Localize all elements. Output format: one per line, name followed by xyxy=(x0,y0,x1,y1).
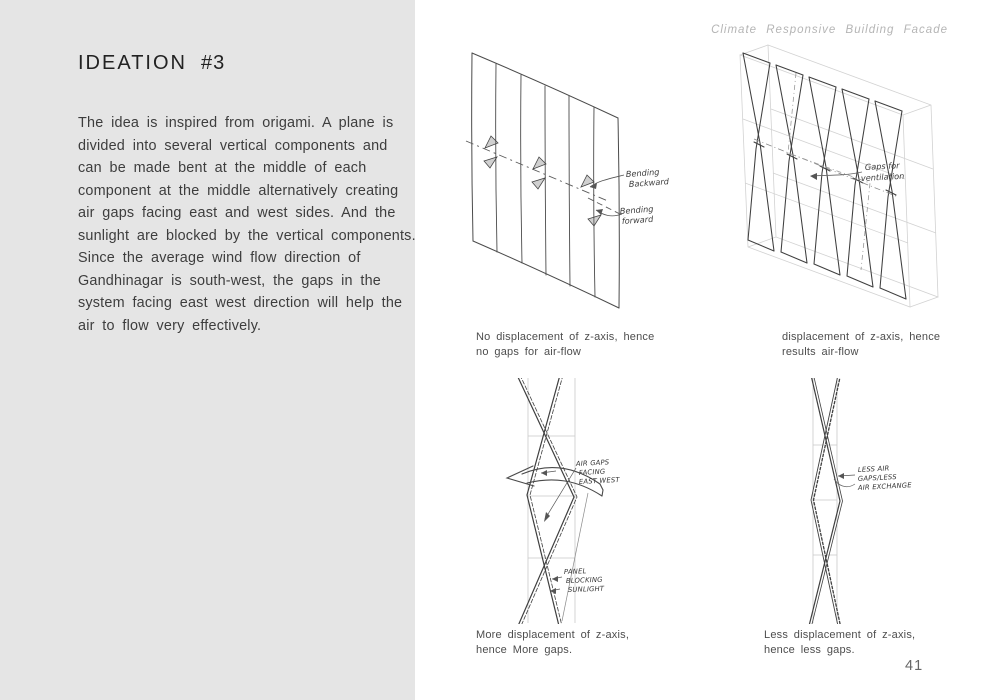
label-airgaps-3: EAST WEST xyxy=(579,476,621,486)
bend-direction-arrows xyxy=(483,135,602,227)
guide-grid xyxy=(812,378,838,623)
fold-plane-dashed xyxy=(753,72,899,271)
panel-2 xyxy=(775,64,808,264)
plane-outline xyxy=(471,52,620,309)
construction-box xyxy=(739,44,939,308)
label-less-1: LESS AIR xyxy=(858,464,890,474)
twisted-panels xyxy=(742,52,907,300)
label-bending-backward-1: Bending xyxy=(625,167,659,179)
caption-line: hence less gaps. xyxy=(764,644,855,656)
body-paragraph: The idea is inspired from origami. A pla… xyxy=(78,112,416,337)
caption-line: no gaps for air-flow xyxy=(476,346,582,358)
leader-airgaps-arrowhead xyxy=(544,512,550,522)
leader-airgaps xyxy=(544,467,577,520)
title-number: #3 xyxy=(200,52,226,74)
body-line: Gandhinagar is south-west, the gaps in t… xyxy=(78,272,381,289)
body-line: air gaps facing east and west sides. And… xyxy=(78,205,396,221)
caption-plan-more: More displacement of z-axis, hence More … xyxy=(476,628,629,658)
body-line: Since the average wind flow direction of xyxy=(78,250,361,266)
wind-flow-arrow xyxy=(505,465,604,497)
body-line: system facing east west direction will h… xyxy=(78,295,403,311)
label-panel-1: PANEL xyxy=(564,567,587,576)
label-gaps-2: ventilation xyxy=(861,171,905,183)
figure-folded-plane-sketch: Gaps for ventilation xyxy=(739,44,939,308)
caption-line: displacement of z-axis, hence xyxy=(782,331,941,343)
label-airgaps-2: FACING xyxy=(579,468,606,477)
label-airgaps-1: AIR GAPS xyxy=(575,458,610,468)
body-line: component at the middle alternatively cr… xyxy=(78,182,399,199)
caption-folded-plane: displacement of z-axis, hence results ai… xyxy=(782,330,940,360)
folded-panel-plan xyxy=(517,378,578,624)
label-bending-forward-2: forward xyxy=(621,214,654,226)
caption-line: hence More gaps. xyxy=(476,644,573,656)
label-panel-3: SUNLIGHT xyxy=(568,585,605,594)
label-gaps-1: Gaps for xyxy=(865,160,901,172)
figure-plan-less-gaps-sketch: LESS AIR GAPS/LESS AIR EXCHANGE xyxy=(808,378,913,624)
leader-forward-arrowhead xyxy=(596,209,603,215)
caption-line: results air-flow xyxy=(782,346,859,358)
label-panel-2: BLOCKING xyxy=(566,576,603,585)
figure-flat-plane-sketch: Bending Backward Bending forward xyxy=(465,52,670,309)
panel-arrowhead-2 xyxy=(550,588,556,594)
vertical-component-lines xyxy=(495,63,596,298)
leader-backward xyxy=(589,174,625,188)
leader-less-gaps-arrowhead xyxy=(838,473,844,479)
fold-centerline-dashed xyxy=(465,140,625,217)
panel-1 xyxy=(742,52,775,252)
folded-panel-plan xyxy=(808,378,843,624)
body-line: air to flow very effectively. xyxy=(78,317,262,334)
page-number: 41 xyxy=(905,658,924,674)
body-line: divided into several vertical components… xyxy=(78,137,388,154)
leader-gaps-arrowhead xyxy=(810,173,817,180)
panel-4 xyxy=(841,88,874,288)
title-word: IDEATION xyxy=(78,52,187,74)
label-less-2: GAPS/LESS xyxy=(858,473,898,483)
body-line: The idea is inspired from origami. A pla… xyxy=(78,115,394,131)
label-bending-backward-2: Backward xyxy=(628,176,670,189)
page-title: IDEATION #3 xyxy=(78,52,225,75)
caption-line: Less displacement of z-axis, xyxy=(764,629,916,641)
panel-arrowhead-1 xyxy=(552,576,558,582)
label-less-3: AIR EXCHANGE xyxy=(857,481,913,492)
panel-5 xyxy=(874,100,907,300)
small-gap-arrowhead xyxy=(541,470,547,476)
caption-plan-less: Less displacement of z-axis, hence less … xyxy=(764,628,915,658)
caption-line: More displacement of z-axis, xyxy=(476,629,630,641)
caption-flat-plane: No displacement of z-axis, hence no gaps… xyxy=(476,330,654,360)
running-header: Climate Responsive Building Facade xyxy=(711,24,948,36)
figure-plan-more-gaps-sketch: AIR GAPS FACING EAST WEST PANEL BLOCKING… xyxy=(505,378,621,624)
sun-ray-line xyxy=(561,492,589,622)
label-bending-forward-1: Bending xyxy=(619,204,653,216)
body-line: sunlight are blocked by the vertical com… xyxy=(78,227,416,244)
leader-gaps xyxy=(810,171,863,177)
caption-line: No displacement of z-axis, hence xyxy=(476,331,655,343)
leader-hook xyxy=(833,478,856,487)
leader-backward-arrowhead xyxy=(590,183,597,189)
left-gray-panel xyxy=(0,0,415,700)
body-line: can be made bent at the middle of each xyxy=(78,160,367,176)
